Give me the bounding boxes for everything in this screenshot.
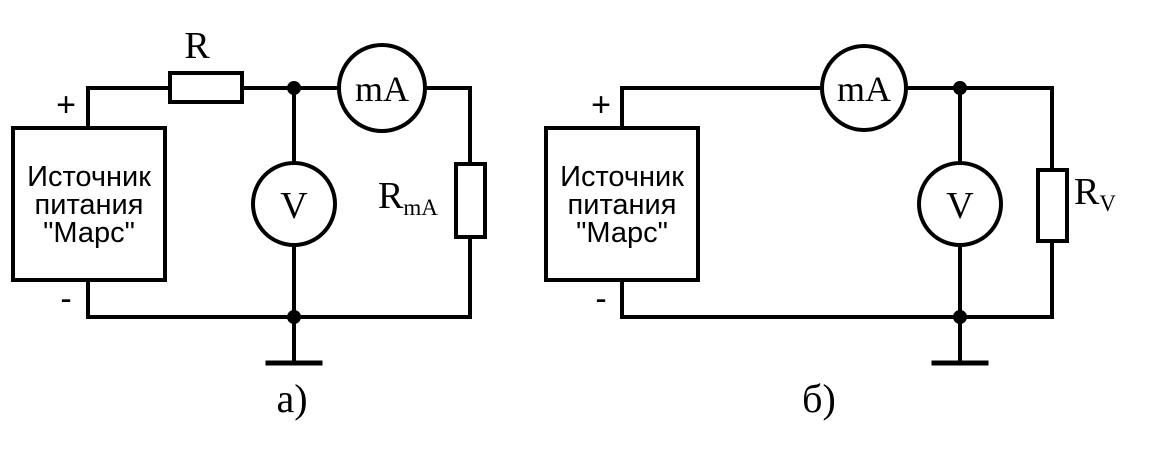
circuit-b-caption: б) — [802, 376, 836, 421]
circuit-b-voltmeter-resistance — [1036, 168, 1069, 243]
circuit-b-voltmeter — [917, 161, 1003, 247]
circuit-a-resistor — [168, 71, 244, 104]
circuit-a-power-source — [11, 126, 167, 282]
circuit-a-ammeter-resistance — [454, 162, 487, 239]
circuit-a-ammeter — [337, 43, 427, 133]
circuit-b-source-line1: Источник — [560, 161, 684, 193]
circuit-b-minus-sign: - — [595, 280, 606, 318]
circuit-a-source-line2: питания — [35, 189, 144, 221]
circuit-a-ammeter-resistance-label: RmA — [378, 175, 438, 220]
circuit-a-junction-top — [287, 81, 301, 95]
circuit-a-caption: а) — [276, 376, 307, 421]
circuit-a-source-line1: Источник — [27, 161, 151, 193]
circuit-a-voltmeter-label: V — [280, 185, 308, 227]
circuit-b: Источник питания "Марс" + - mA V RV б) — [544, 44, 1116, 421]
circuit-b-junction-bottom — [953, 310, 967, 324]
circuit-b-ammeter — [820, 44, 908, 132]
circuit-a-source-line3: "Марс" — [43, 217, 135, 249]
circuit-a-resistor-label: R — [184, 25, 210, 67]
circuit-b-voltmeter-resistance-label: RV — [1074, 171, 1116, 216]
circuit-a-ammeter-label: mA — [355, 69, 409, 109]
circuit-a-minus-sign: - — [60, 280, 71, 318]
circuit-a-junction-bottom — [287, 310, 301, 324]
circuit-a-plus-sign: + — [56, 86, 76, 124]
circuit-b-junction-top — [953, 81, 967, 95]
circuit-a: Источник питания "Марс" + - R mA V RmA а… — [11, 25, 487, 421]
circuit-b-plus-sign: + — [591, 86, 611, 124]
circuit-b-source-line2: питания — [568, 189, 677, 221]
circuit-a-voltmeter — [251, 161, 337, 247]
circuit-b-source-line3: "Марс" — [576, 217, 668, 249]
circuit-b-voltmeter-label: V — [946, 185, 974, 227]
circuit-b-ammeter-label: mA — [837, 69, 891, 109]
circuit-b-power-source — [544, 126, 700, 282]
